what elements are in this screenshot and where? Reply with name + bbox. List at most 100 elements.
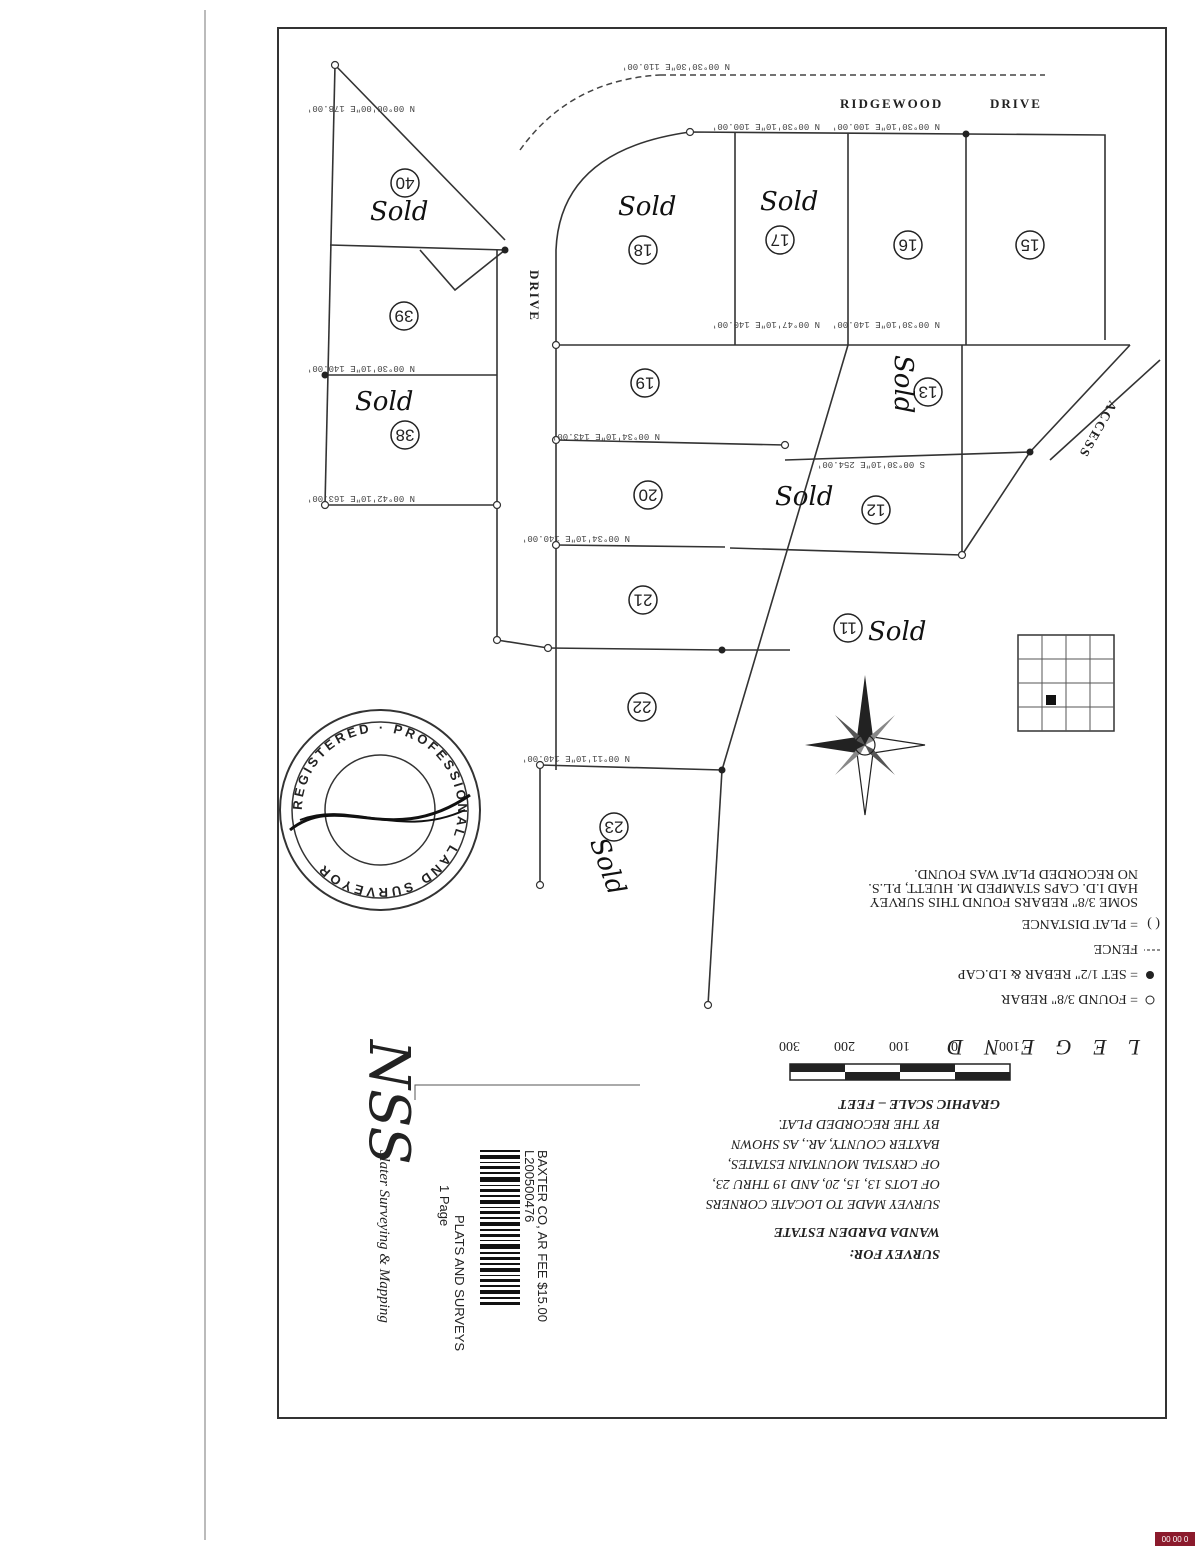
barcode [480,1150,520,1305]
svg-text:S 00°30'10"E 254.00': S 00°30'10"E 254.00' [817,459,925,469]
legend-item-set-rebar: = SET 1/2" REBAR & I.D.CAP [958,966,1138,981]
lot-15: 15 [1015,230,1045,260]
sold-mark-lot-18: Sold [618,192,676,222]
lot-18-label: 18 [634,241,653,260]
surveyor-seal: REGISTERED · PROFESSIONAL LAND SURVEYOR [279,709,481,911]
legend-block: L E G E N D = FOUND 3/8" REBAR = SET 1/2… [868,866,1160,1060]
lot-21-label: 21 [634,591,653,610]
stamp-pages: 1 Page [437,1185,452,1226]
lot-11: 11 [833,613,863,643]
scale-title: GRAPHIC SCALE – FEET [837,1096,1000,1111]
survey-desc-4: BAXTER COUNTY, AR., AS SHOWN [731,1136,940,1151]
sold-mark-lot-17: Sold [760,187,818,217]
sold-mark-lot-13: Sold [888,355,918,413]
lot-15-label: 15 [1021,236,1040,255]
lot-13-label: 13 [919,383,938,402]
lot-13: 13 [913,377,943,407]
lot-number-markers: 15 16 17 18 19 20 21 22 23 12 11 13 38 3… [389,168,1045,842]
surveyor-company: Slater Surveying & Mapping [376,1150,392,1323]
corner-badge [1155,1532,1195,1546]
plat-border [277,27,1167,1419]
surveyor-logo-mark: NSS [356,1038,421,1165]
legend-item-plat-distance: = PLAT DISTANCE [1022,916,1138,931]
stamp-id: L200500476 [522,1150,537,1222]
svg-text:N 00°00'00"E 178.00': N 00°00'00"E 178.00' [307,103,415,113]
scale-tick-3: 100 [889,1038,910,1053]
legend-note-3: NO RECORDED PLAT WAS FOUND. [914,866,1138,881]
lot-38: 38 [390,420,420,450]
svg-text:N 00°11'10"E 140.00': N 00°11'10"E 140.00' [522,753,630,763]
stamp-type: PLATS AND SURVEYS [452,1215,467,1351]
road-label-ridgewood: RIDGEWOOD [840,96,943,111]
ridgewood-drive-road: RIDGEWOOD DRIVE [519,74,1045,151]
lot-39: 39 [389,301,419,331]
survey-client: WANDA DARDEN ESTATE [774,1224,940,1239]
lot-16-label: 16 [899,236,918,255]
lot-16: 16 [893,230,923,260]
survey-desc-1: SURVEY MADE TO LOCATE CORNERS [706,1196,940,1211]
corner-badge-text: 00 00 0 [1162,1535,1189,1544]
lot-17-label: 17 [771,231,790,250]
lot-17: 17 [765,225,795,255]
lot-23-label: 23 [605,818,624,837]
legend-paren-mark: ( ) [1147,916,1160,931]
survey-for-heading: SURVEY FOR: [849,1246,940,1261]
lot-19-label: 19 [636,374,655,393]
lot-40: 40 [390,168,420,198]
svg-text:N 00°30'10"E 140.00': N 00°30'10"E 140.00' [832,319,940,329]
lot-22-label: 22 [633,698,652,717]
scale-tick-5: 300 [779,1038,800,1053]
road-label-drive: DRIVE [990,96,1042,111]
location-map-grid [1017,634,1115,732]
north-arrow-compass [805,675,926,816]
bearing-annotations: N 00°30'30"E 110.00' N 00°30'10"E 100.00… [307,61,940,763]
lot-39-label: 39 [395,307,414,326]
lot-12-label: 12 [867,501,886,520]
scale-tick-4: 200 [834,1038,855,1053]
lot-23: 23 [599,812,629,842]
legend-item-found-rebar: = FOUND 3/8" REBAR [1000,991,1138,1006]
lot-20: 20 [633,480,663,510]
legend-item-fence: FENCE [1094,941,1138,956]
graphic-scale: GRAPHIC SCALE – FEET 100 0 100 200 300 [779,1038,1020,1111]
svg-text:N 00°42'10"E 163.00': N 00°42'10"E 163.00' [307,493,415,503]
survey-desc-2: OF LOTS 13, 15, 20, AND 19 THRU 23, [712,1176,940,1191]
svg-text:N 00°30'10"E 100.00': N 00°30'10"E 100.00' [712,121,820,131]
lot-20-label: 20 [639,486,658,505]
svg-text:N 00°30'10"E 100.00': N 00°30'10"E 100.00' [832,121,940,131]
corner-markers [320,60,967,1010]
svg-text:N 00°34'10"E 140.00': N 00°34'10"E 140.00' [522,533,630,543]
lot-12: 12 [861,495,891,525]
sold-mark-lot-11: Sold [868,617,926,647]
svg-text:N 00°30'10"E 140.00': N 00°30'10"E 140.00' [307,363,415,373]
sold-mark-lot-40: Sold [370,197,428,227]
road-label-side-drive: DRIVE [527,270,542,322]
lot-40-label: 40 [396,174,415,193]
lot-11-label: 11 [839,619,857,638]
recording-stamp: L200500476 BAXTER CO, AR FEE $15.00 [480,1150,550,1322]
sold-mark-lot-12: Sold [775,482,833,512]
set-rebar-markers [321,130,1034,774]
stamp-fee: BAXTER CO, AR FEE $15.00 [535,1150,550,1322]
svg-text:N 00°34'10"E 143.00': N 00°34'10"E 143.00' [552,431,660,441]
lot-38-label: 38 [396,426,415,445]
lot-boundaries [324,64,1161,1006]
handwritten-sold-marks: Sold Sold Sold Sold Sold Sold Sold Sold [355,187,926,899]
lot-18: 18 [628,235,658,265]
legend-note-2: HAD I.D. CAPS STAMPED M. HUETT, P.L.S. [868,880,1138,895]
survey-desc-5: BY THE RECORDED PLAT. [778,1116,940,1131]
legend-title: L E G E N D [939,1035,1141,1060]
lot-22: 22 [627,692,657,722]
lot-21: 21 [628,585,658,615]
sold-mark-lot-23: Sold [583,834,631,899]
survey-desc-3: OF CRYSTAL MOUNTAIN ESTATES, [728,1156,940,1171]
legend-note-1: SOME 3/8" REBARS FOUND THIS SURVEY [870,894,1138,909]
svg-text:N 00°30'30"E 110.00': N 00°30'30"E 110.00' [622,61,730,71]
svg-text:N 00°47'10"E 140.00': N 00°47'10"E 140.00' [712,319,820,329]
scale-tick-2: 0 [951,1038,958,1053]
scale-tick-1: 100 [999,1038,1020,1053]
survey-description: SURVEY FOR: WANDA DARDEN ESTATE SURVEY M… [706,1116,940,1261]
sold-mark-lot-38: Sold [355,387,413,417]
lot-19: 19 [630,368,660,398]
